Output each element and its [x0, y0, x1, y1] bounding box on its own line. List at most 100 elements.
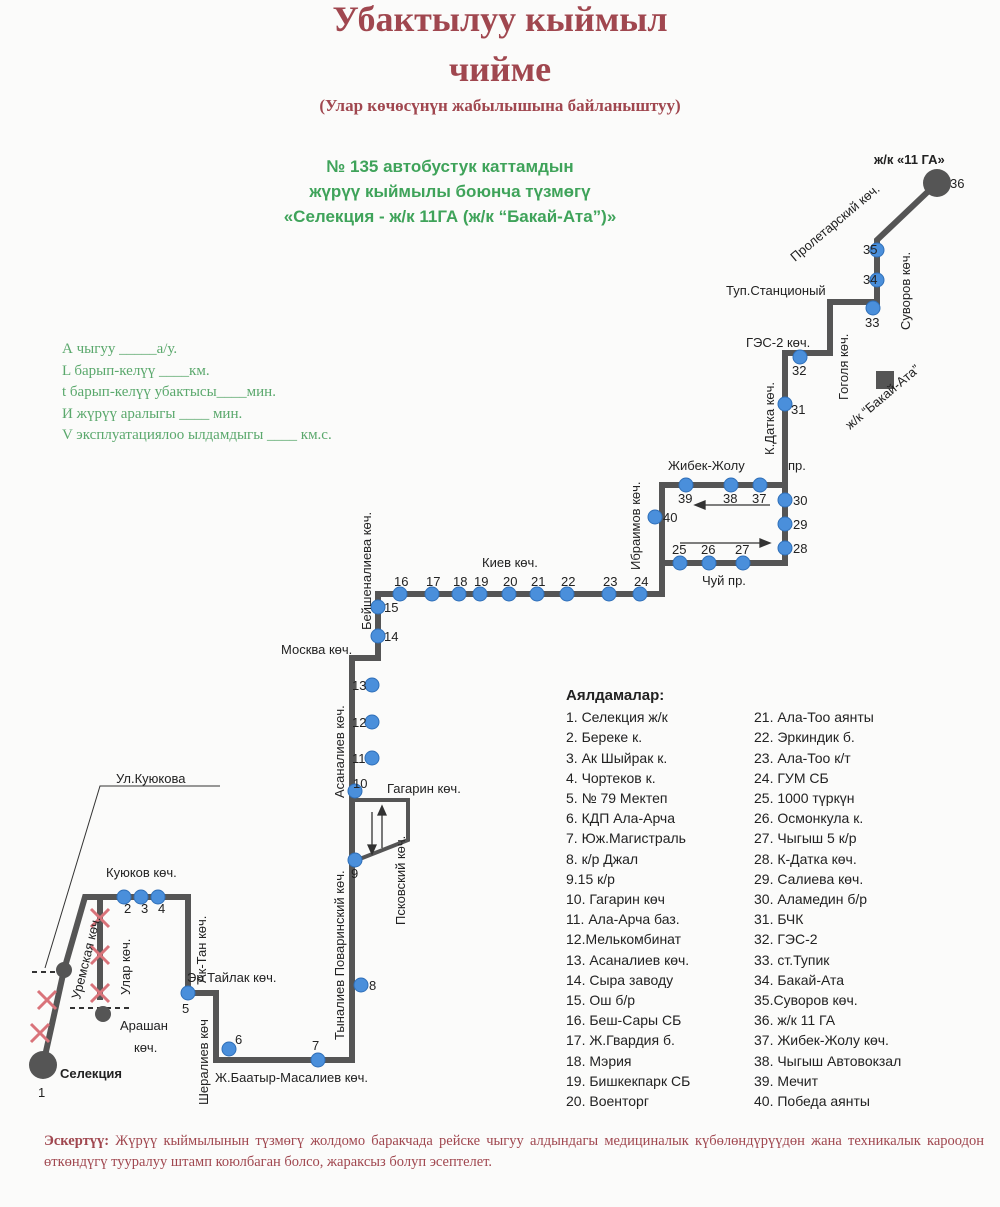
stop-list-item: 15. Ош б/р [566, 992, 636, 1009]
stop-list-item: 10. Гагарин көч [566, 891, 665, 908]
map-graphic [40, 180, 940, 1066]
stop-marker-38 [723, 477, 739, 493]
stop-number-37: 37 [752, 491, 766, 506]
stop-list-item: 23. Ала-Тоо к/т [754, 749, 851, 766]
road-closed-cross-icon [36, 989, 58, 1011]
stop-list-item: 31. БЧК [754, 911, 804, 928]
stop-marker-37 [752, 477, 768, 493]
stop-marker-17 [424, 586, 440, 602]
stop-marker-10 [347, 783, 363, 799]
title: Убактылуу кыймыл [332, 0, 668, 39]
stop-marker-34 [869, 272, 885, 288]
stop-number-22: 22 [561, 574, 575, 589]
stop-list-item: 19. Бишкекпарк СБ [566, 1072, 691, 1089]
stop-marker-6 [221, 1041, 237, 1057]
stop-list-item: 1. Селекция ж/к [566, 709, 668, 726]
stop-number-20: 20 [503, 574, 517, 589]
stop-number-9: 9 [351, 866, 358, 881]
street-asanaliev: Асаналиев көч. [332, 705, 347, 798]
stop-list-item: 6. КДП Ала-Арча [566, 810, 676, 827]
route-parameters: А чыгуу _____а/у. L барып-келүү ____км. … [62, 339, 332, 447]
stop-number-40: 40 [663, 510, 677, 525]
stop-list-item: 39. Мечит [754, 1072, 819, 1089]
stop-list-item: 4. Чортеков к. [566, 769, 656, 786]
stop-marker-29 [777, 516, 793, 532]
map-graphic [366, 500, 772, 856]
route-heading-3: «Селекция - ж/к 11ГА (ж/к “Бакай-Ата”)» [283, 207, 617, 226]
stop-number-33: 33 [865, 315, 879, 330]
stop-list-item: 18. Мэрия [566, 1052, 632, 1069]
street-suvorov: Суворов көч. [898, 252, 913, 330]
stop-number-2: 2 [124, 901, 131, 916]
stop-list-item: 20. Военторг [566, 1093, 649, 1110]
street-pskovsky: Псковский көч. [393, 836, 408, 925]
stop-number-34: 34 [863, 272, 877, 287]
stop-number-19: 19 [474, 574, 488, 589]
stop-number-1: 1 [38, 1085, 45, 1100]
stop-list-item: 5. № 79 Мектеп [566, 790, 668, 807]
param-i: И жүрүү аралыгы ____ мин. [62, 405, 243, 422]
map-graphic [44, 785, 220, 969]
street-arashan-2: көч. [134, 1040, 157, 1055]
street-chuy: Чуй пр. [702, 573, 746, 588]
param-a: А чыгуу _____а/у. [62, 341, 178, 357]
param-v: V эксплуатациялоо ылдамдыгы ____ км.с. [62, 427, 332, 443]
route-line-main [40, 180, 940, 1066]
stops-list-title: Аялдамалар: [566, 687, 665, 704]
stop-list-item: 17. Ж.Гвардия б. [566, 1032, 675, 1049]
stop-number-39: 39 [678, 491, 692, 506]
stop-list-item: 35.Суворов көч. [754, 992, 858, 1009]
stop-marker-13 [364, 677, 380, 693]
terminal-start-marker [29, 1051, 57, 1079]
stop-number-35: 35 [863, 242, 877, 257]
stop-marker-12 [364, 714, 380, 730]
stop-marker-23 [601, 586, 617, 602]
street-pr: пр. [788, 458, 806, 473]
stop-number-26: 26 [701, 542, 715, 557]
stop-marker-26 [701, 555, 717, 571]
stop-list-item: 21. Ала-Тоо аянты [754, 709, 874, 726]
stop-marker-3 [133, 889, 149, 905]
stop-list-item: 25. 1000 түркүн [754, 790, 855, 807]
subtitle: (Улар көчөсүнүн жабылышына байланыштуу) [319, 96, 681, 115]
stop-list-item: 32. ГЭС-2 [754, 931, 818, 948]
road-closed-cross-icon [89, 907, 111, 929]
terminal-end-label: ж/к «11 ГА» [873, 152, 945, 167]
stop-list-item: 2. Береке к. [566, 729, 643, 746]
stop-marker-30 [777, 492, 793, 508]
stop-number-8: 8 [369, 978, 376, 993]
street-arashan: Арашан [120, 1018, 168, 1033]
road-closed-cross-icon [89, 944, 111, 966]
stop-list-item: 38. Чыгыш Автовокзал [754, 1052, 902, 1069]
stop-number-12: 12 [352, 715, 366, 730]
stop-list-item: 24. ГУМ СБ [754, 769, 829, 786]
stop-number-15: 15 [384, 600, 398, 615]
note-label: Эскертүү: [44, 1133, 110, 1149]
street-tup: Туп.Станционый [726, 283, 826, 298]
stop-number-36: 36 [950, 176, 964, 191]
stop-list-item: 30. Аламедин б/р [754, 891, 868, 908]
stop-list-item: 7. Юж.Магистраль [566, 830, 686, 847]
stop-list-item: 40. Победа аянты [754, 1093, 870, 1110]
stop-number-21: 21 [531, 574, 545, 589]
stop-marker-32 [792, 349, 808, 365]
map-graphic [759, 538, 772, 548]
stop-marker-4 [150, 889, 166, 905]
stop-number-31: 31 [791, 402, 805, 417]
street-ibraimov: Ибраимов көч. [628, 482, 643, 571]
street-kdatka: К.Датка көч. [762, 382, 777, 455]
stop-marker-40 [647, 509, 663, 525]
stop-list-item: 27. Чыгыш 5 к/р [754, 830, 857, 847]
stop-list-item: 29. Салиева көч. [754, 870, 864, 887]
stop-marker-33 [865, 300, 881, 316]
stop-number-17: 17 [426, 574, 440, 589]
stop-marker-35 [869, 242, 885, 258]
stop-list-item: 14. Сыра заводу [566, 971, 674, 988]
stop-number-32: 32 [792, 363, 806, 378]
uremskaya-marker [56, 962, 72, 978]
street-gagarin: Гагарин көч. [387, 781, 461, 796]
stop-marker-31 [777, 396, 793, 412]
street-gogolya: Гоголя көч. [836, 334, 851, 400]
stop-number-38: 38 [723, 491, 737, 506]
